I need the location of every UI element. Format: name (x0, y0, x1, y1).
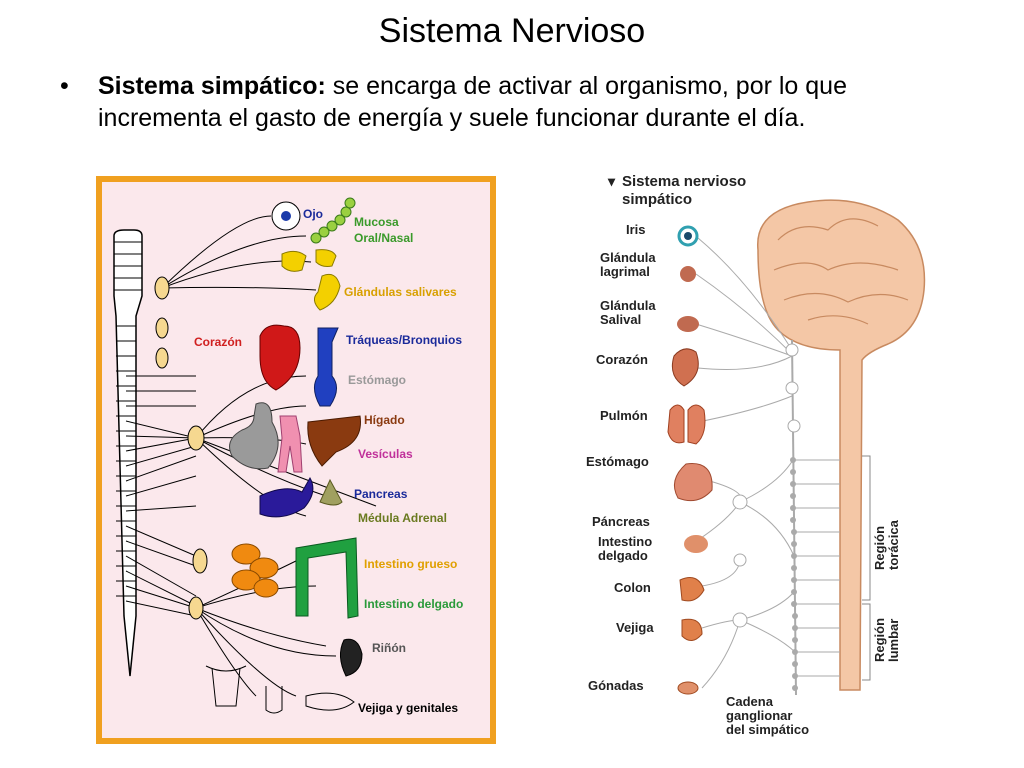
bladder-icon (681, 618, 703, 641)
label-estomago: Estómago (348, 373, 406, 387)
region-brackets (862, 455, 871, 681)
label-traqueas: Tráqueas/Bronquios (346, 333, 462, 347)
label-pulmon: Pulmón (600, 408, 648, 423)
liver-icon (307, 415, 361, 467)
label-cadena-1: Cadena (726, 694, 774, 709)
label-iris: Iris (626, 222, 646, 237)
bullet-term: Sistema simpático: (98, 72, 326, 100)
stomach-icon (229, 402, 279, 470)
salivary-gland-icon-1 (281, 250, 307, 272)
eye-pupil (281, 211, 291, 221)
label-glandulas: Glándulas salivares (344, 285, 457, 299)
large-intestine-icon (295, 537, 359, 619)
right-labels: ▾ Sistema nervioso simpático Iris Glándu… (586, 173, 809, 737)
adrenal-icon (319, 478, 343, 506)
label-cadena-3: del simpático (726, 722, 809, 737)
label-int-grueso: Intestino grueso (364, 557, 457, 571)
bullet-description: se encarga de activar al organismo, por … (98, 72, 847, 132)
label-vesiculas: Vesículas (358, 447, 413, 461)
label-cadena-2: ganglionar (726, 708, 792, 723)
region-labels: Región torácica Región lumbar (872, 519, 901, 662)
label-vejiga: Vejiga y genitales (358, 701, 458, 715)
left-organs (205, 197, 363, 714)
label-gonadas: Gónadas (588, 678, 644, 693)
label-pancreas-right: Páncreas (592, 514, 650, 529)
iris-pupil (684, 232, 692, 240)
left-ganglia (154, 276, 208, 620)
right-organs (667, 225, 713, 695)
label-region-toracica-1: Región (872, 526, 887, 570)
label-region-lumbar-1: Región (872, 618, 887, 662)
left-diagram: Ojo Mucosa Oral/Nasal Glándulas salivare… (96, 176, 496, 744)
salivary-gland-icon-2 (315, 249, 337, 267)
label-intestino-1: Intestino (598, 534, 652, 549)
label-glandula-lagrimal-1: Glándula (600, 250, 656, 265)
label-pancreas: Pancreas (354, 487, 408, 501)
slide-title: Sistema Nervioso (378, 12, 646, 50)
label-estomago-right: Estómago (586, 454, 649, 469)
heart-icon-right (671, 348, 699, 387)
bullet-text: Sistema simpático: se encarga de activar… (98, 70, 958, 134)
label-glandula-salival-1: Glándula (600, 298, 656, 313)
gonads-icon (677, 681, 699, 695)
vesicle-icon (277, 415, 303, 473)
label-vejiga-right: Vejiga (616, 620, 654, 635)
bladder-genitals-icon (205, 665, 355, 714)
right-title-1: Sistema nervioso (622, 173, 746, 190)
label-region-toracica-2: torácica (886, 519, 901, 570)
right-title-marker: ▾ (607, 173, 616, 189)
label-corazon: Corazón (194, 335, 242, 349)
colon-icon (679, 577, 705, 602)
mucosa-icon (310, 197, 356, 244)
label-mucosa-1: Mucosa (354, 215, 399, 229)
label-corazon-right: Corazón (596, 352, 648, 367)
salivary-gland-icon-3 (314, 273, 341, 311)
label-int-delgado: Intestino delgado (364, 597, 463, 611)
stomach-icon-right (673, 463, 713, 502)
label-glandula-salival-2: Salival (600, 312, 641, 327)
spinal-column (113, 229, 143, 677)
ganglion-chain (790, 339, 840, 696)
label-glandula-lagrimal-2: lagrimal (600, 264, 650, 279)
right-diagram: ▾ Sistema nervioso simpático Iris Glándu… (578, 160, 940, 760)
small-intestine-icon (231, 543, 279, 598)
pancreas-icon (259, 476, 314, 518)
right-ganglia (732, 343, 801, 628)
label-medula: Médula Adrenal (358, 511, 447, 525)
label-colon: Colon (614, 580, 651, 595)
label-intestino-2: delgado (598, 548, 648, 563)
salivary-gland-icon (677, 316, 699, 332)
intestine-icon (684, 535, 708, 553)
right-title-2: simpático (622, 191, 692, 208)
heart-icon (259, 324, 301, 391)
kidney-icon (340, 638, 363, 677)
label-rinon: Riñón (372, 641, 406, 655)
label-ojo: Ojo (303, 207, 323, 221)
bullet-marker: • (60, 72, 69, 100)
left-labels: Ojo Mucosa Oral/Nasal Glándulas salivare… (194, 207, 463, 715)
trachea-icon (314, 327, 339, 407)
label-region-lumbar-2: lumbar (886, 619, 901, 662)
lung-icon (667, 404, 706, 445)
lacrimal-gland-icon (680, 266, 696, 282)
label-higado: Hígado (364, 413, 405, 427)
label-mucosa-2: Oral/Nasal (354, 231, 413, 245)
